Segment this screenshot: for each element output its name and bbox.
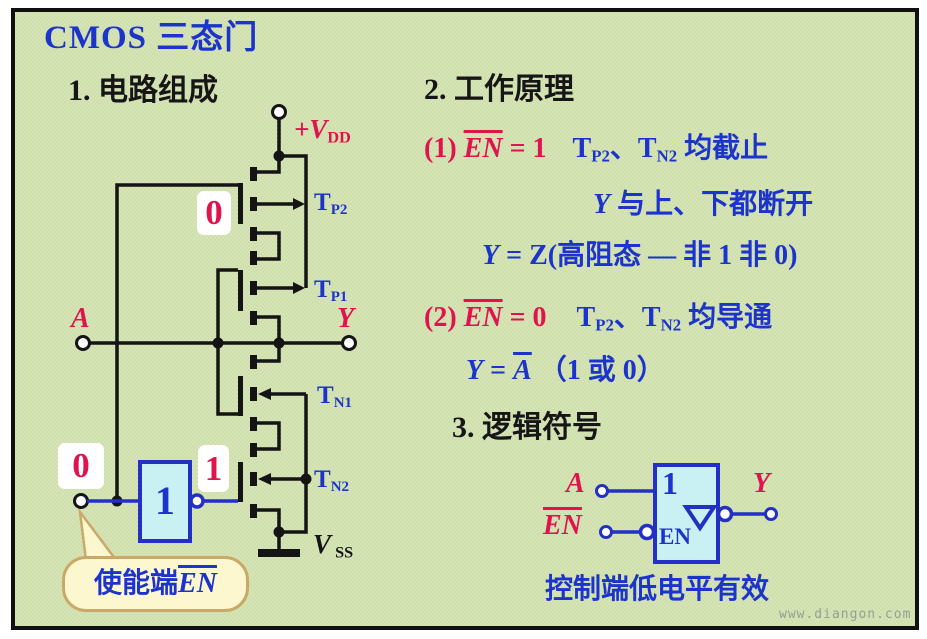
circuit-terminals: [73, 104, 357, 509]
principle-line-2: Y 与上、下都断开: [593, 189, 814, 220]
logic-symbol: [595, 463, 778, 564]
tp1-arrow-icon: [293, 282, 305, 294]
tn1-contact: [250, 355, 257, 369]
tn1-contact: [250, 387, 257, 401]
junction-dot: [273, 150, 285, 162]
enable-inverter: [87, 460, 238, 543]
junction-dot: [273, 337, 285, 349]
mosfet-bars: [111, 150, 312, 557]
junction-dot: [300, 473, 312, 485]
inverter-bubble: [189, 493, 205, 509]
vdd-terminal: [271, 104, 287, 120]
tp2-arrow-icon: [293, 198, 305, 210]
tn2-gate-bar: [238, 462, 243, 502]
junction-dot: [273, 526, 285, 538]
vss-label: V SS: [313, 529, 354, 562]
tp2-label: TP2: [314, 189, 348, 219]
en-output-value-badge: 1: [198, 445, 229, 492]
tp1-label: TP1: [314, 276, 348, 306]
tn1-tn2-link: [257, 421, 281, 451]
tp1-contact: [250, 251, 257, 265]
section-3-heading: 3. 逻辑符号: [452, 411, 602, 444]
principle-line-4: (2) EN = 0 TP2、TN2 均导通: [424, 302, 772, 336]
pmos-bulk-rail: [279, 154, 308, 288]
symbol-y-label: Y: [753, 468, 771, 499]
tn2-contact: [250, 443, 257, 457]
vdd-label: +VDD: [294, 114, 351, 147]
tp2-contact: [250, 197, 257, 211]
line4-conclusion: TP2、TN2 均导通: [576, 302, 773, 335]
symbol-y-terminal: [764, 507, 778, 521]
a-gate-riser-down: [216, 343, 238, 416]
tn1-arrow-icon: [258, 388, 271, 400]
tn2-contact: [250, 504, 257, 518]
tp2-tp1-link: [257, 231, 281, 261]
output-y-label: Y: [337, 303, 355, 334]
a-gate-riser-up: [216, 268, 238, 343]
tp2-gate-bar: [238, 183, 243, 224]
formula-en-1: (1) EN = 1: [424, 133, 547, 164]
principle-line-1: (1) EN = 1 TP2、TN2 均截止: [424, 133, 768, 167]
symbol-en-bubble: [638, 523, 656, 541]
symbol-a-label: A: [566, 468, 585, 499]
gate-value-badge: 0: [197, 191, 231, 235]
line1-conclusion: TP2、TN2 均截止: [572, 133, 769, 166]
enable-callout: 使能端 EN: [62, 556, 249, 612]
tn1-contact: [250, 417, 257, 431]
symbol-a-terminal: [595, 484, 609, 498]
page-title: CMOS 三态门: [44, 20, 259, 56]
tn2-arrow-icon: [258, 473, 271, 485]
principle-line-5: Y = A （1 或 0）: [466, 355, 665, 386]
a-terminal: [75, 335, 91, 351]
input-a-label: A: [71, 303, 90, 334]
symbol-out-bubble: [716, 505, 734, 523]
tristate-triangle-icon: [682, 505, 718, 532]
symbol-en-label: EN: [543, 510, 582, 541]
symbol-en-terminal: [599, 525, 613, 539]
vss-ground-bar: [258, 549, 300, 557]
inverter-label: 1: [155, 478, 175, 524]
tn2-contact: [250, 472, 257, 486]
tn1-gate-bar: [238, 376, 243, 416]
watermark: www.diangon.com: [779, 607, 912, 622]
en-terminal: [73, 493, 89, 509]
tp2-contact: [250, 227, 257, 241]
tp1-contact: [250, 311, 257, 325]
en-input-value-badge: 0: [58, 443, 104, 489]
tn1-label: TN1: [317, 382, 353, 412]
tp1-gate-bar: [238, 270, 243, 311]
symbol-caption: 控制端低电平有效: [545, 574, 770, 605]
symbol-box-one: 1: [662, 465, 678, 501]
tp1-drain-lead: [257, 315, 281, 343]
tn2-label: TN2: [314, 466, 350, 496]
nmos-bulk-rail: [279, 394, 308, 534]
tn1-source-lead: [257, 343, 281, 363]
junction-dot: [212, 337, 224, 349]
en-feedback-wire: [115, 183, 238, 501]
y-terminal: [341, 335, 357, 351]
section-2-heading: 2. 工作原理: [424, 73, 574, 106]
section-1-heading: 1. 电路组成: [68, 74, 218, 107]
tp2-contact: [250, 167, 257, 181]
principle-line-3: Y = Z(高阻态 — 非 1 非 0): [482, 240, 798, 271]
symbol-box-en: EN: [659, 524, 691, 549]
formula-en-0: (2) EN = 0: [424, 302, 547, 333]
tp1-contact: [250, 281, 257, 295]
